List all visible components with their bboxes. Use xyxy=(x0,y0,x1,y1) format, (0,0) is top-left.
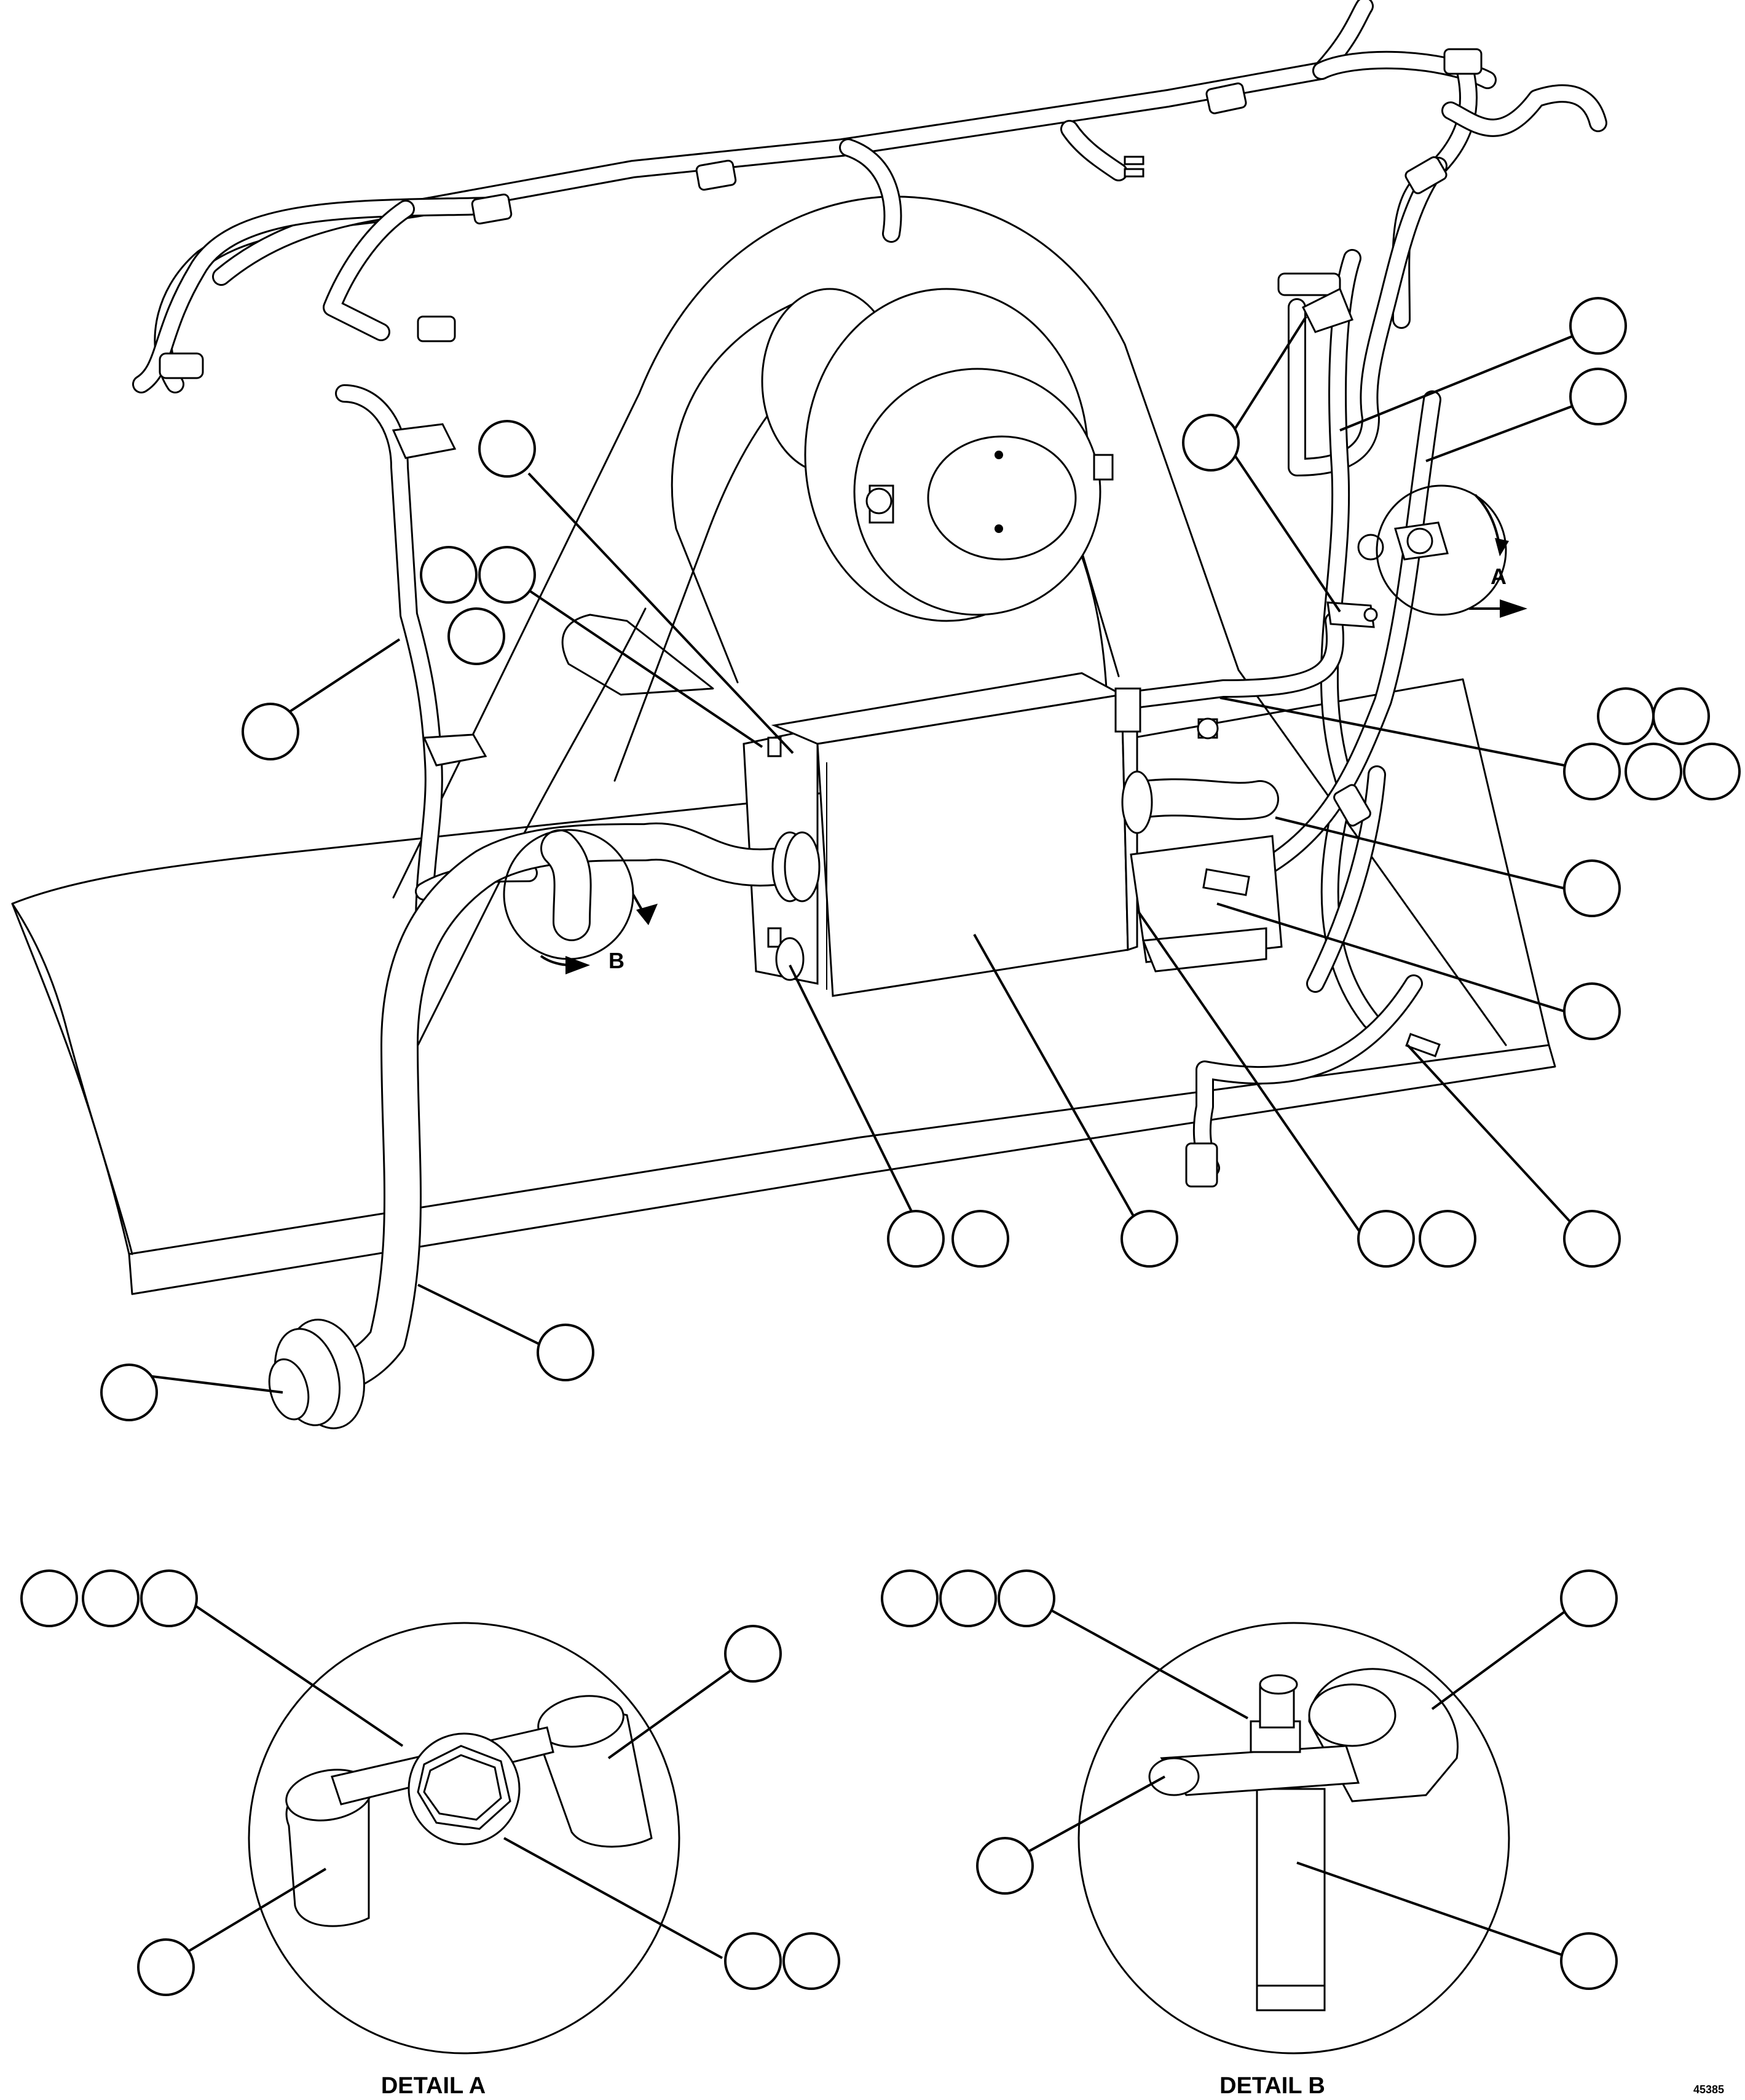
callout-bubble xyxy=(1560,1932,1618,1990)
detail-b-caption: DETAIL B xyxy=(1219,2073,1325,2099)
callout-bubble xyxy=(782,1932,840,1990)
callout-bubbles xyxy=(20,297,1741,1996)
detail-a-marker-label: A xyxy=(1491,564,1507,589)
callout-bubble xyxy=(1569,368,1627,425)
callout-bubble xyxy=(20,1569,78,1627)
detail-b-leaders xyxy=(1007,1597,1584,1962)
callout-bubble xyxy=(1569,297,1627,355)
callout-bubble xyxy=(140,1569,198,1627)
callout-bubble xyxy=(976,1837,1034,1895)
callout-leaders xyxy=(132,315,1599,1394)
detail-a-marker: A xyxy=(1376,484,1527,618)
detail-a-leaders xyxy=(171,1597,751,1962)
callout-bubble xyxy=(1625,743,1682,800)
callout-bubble xyxy=(1597,687,1655,745)
callout-bubble xyxy=(1357,1210,1415,1268)
callout-bubble xyxy=(447,607,505,665)
mounting-plate xyxy=(11,678,1556,1295)
detail-b-view xyxy=(1077,1622,1510,2055)
callout-bubble xyxy=(82,1569,140,1627)
callout-bubble xyxy=(1563,859,1621,917)
callout-bubble xyxy=(1182,414,1240,472)
figure-number: 45385 xyxy=(1693,2083,1724,2096)
callout-bubble xyxy=(1563,1210,1621,1268)
callout-bubble xyxy=(724,1932,782,1990)
callout-bubble xyxy=(1652,687,1710,745)
callout-bubble xyxy=(951,1210,1009,1268)
callout-bubble xyxy=(724,1625,782,1683)
callout-bubble xyxy=(537,1324,594,1381)
callout-bubble xyxy=(998,1569,1055,1627)
fittings xyxy=(268,770,1441,1429)
callout-bubble xyxy=(137,1938,195,1996)
hoses xyxy=(301,778,1279,1396)
callout-bubble xyxy=(881,1569,939,1627)
callout-bubble xyxy=(420,546,478,604)
callout-bubble xyxy=(1560,1569,1618,1627)
callout-bubble xyxy=(1563,743,1621,800)
callout-bubble xyxy=(1419,1210,1476,1268)
callout-bubble xyxy=(939,1569,997,1627)
callout-bubble xyxy=(100,1364,158,1421)
detail-a-view xyxy=(248,1622,680,2055)
callout-bubble xyxy=(1121,1210,1178,1268)
callout-bubble xyxy=(1563,982,1621,1040)
callout-bubble xyxy=(478,546,536,604)
callout-bubble xyxy=(887,1210,945,1268)
callout-bubble xyxy=(1683,743,1741,800)
hub-assembly xyxy=(761,288,1114,622)
right-harness-branch xyxy=(1116,157,1448,1177)
detail-b-marker: B xyxy=(503,829,658,974)
detail-b-marker-label: B xyxy=(609,948,624,973)
callout-bubble xyxy=(242,703,299,760)
main-view-clamps xyxy=(392,287,1384,767)
detail-a-caption: DETAIL A xyxy=(381,2073,486,2099)
callout-bubble xyxy=(478,420,536,478)
